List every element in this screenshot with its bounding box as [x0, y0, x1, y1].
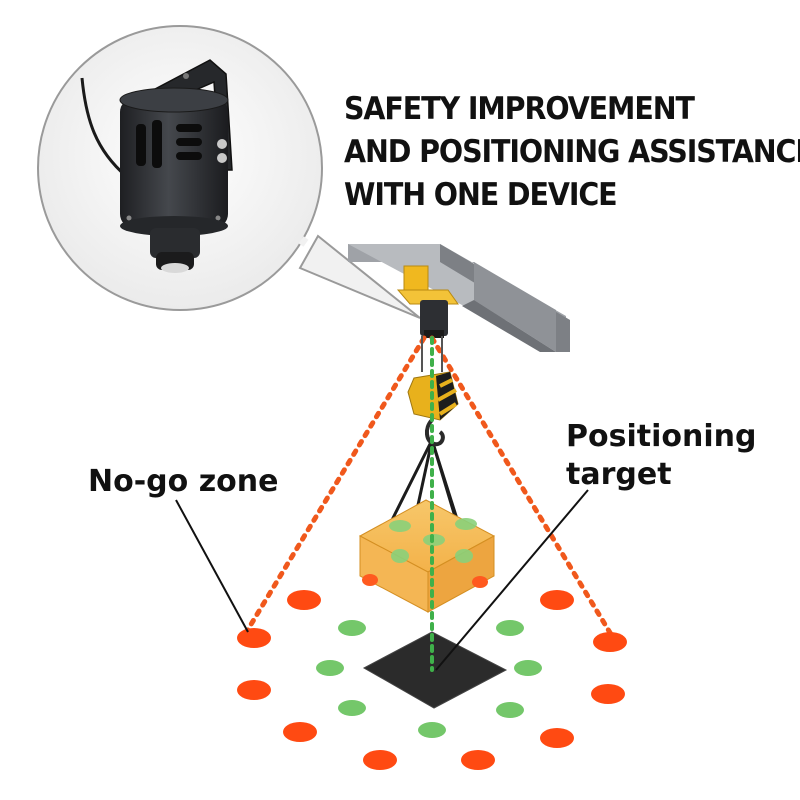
- no-go-dot: [237, 628, 271, 648]
- no-go-dot: [540, 728, 574, 748]
- no-go-dot: [461, 750, 495, 770]
- target-dot: [338, 700, 366, 716]
- positioning-dots: [316, 620, 542, 738]
- headline-line-1: SAFETY IMPROVEMENT: [344, 91, 695, 127]
- laser-projector-icon: [80, 59, 233, 273]
- positioning-target-label: Positioning target: [566, 418, 756, 494]
- no-go-beam: [241, 335, 615, 639]
- no-go-dot: [287, 590, 321, 610]
- no-go-dot: [237, 680, 271, 700]
- cargo-box-icon: [358, 499, 496, 613]
- headline-line-2: AND POSITIONING ASSISTANCE: [344, 134, 800, 170]
- target-dot: [316, 660, 344, 676]
- trolley: [396, 265, 459, 338]
- target-dot: [514, 660, 542, 676]
- no-go-zone-pointer: [175, 499, 249, 633]
- no-go-dot: [540, 590, 574, 610]
- target-dot: [496, 702, 524, 718]
- positioning-target-pointer: [435, 489, 589, 671]
- no-go-zone-dots: [237, 590, 627, 770]
- no-go-dot: [283, 722, 317, 742]
- no-go-dot: [591, 684, 625, 704]
- positioning-target-plate: [362, 631, 508, 709]
- no-go-dot: [593, 632, 627, 652]
- no-go-dot: [363, 750, 397, 770]
- headline-line-3: WITH ONE DEVICE: [344, 177, 618, 213]
- headline: SAFETY IMPROVEMENT AND POSITIONING ASSIS…: [344, 88, 800, 217]
- crane-rail: [348, 244, 570, 352]
- positioning-target-label-line-2: target: [566, 457, 672, 492]
- target-dot: [496, 620, 524, 636]
- no-go-zone-label: No-go zone: [88, 464, 279, 499]
- positioning-target-label-line-1: Positioning: [566, 419, 757, 454]
- target-dot: [418, 722, 446, 738]
- target-dot: [338, 620, 366, 636]
